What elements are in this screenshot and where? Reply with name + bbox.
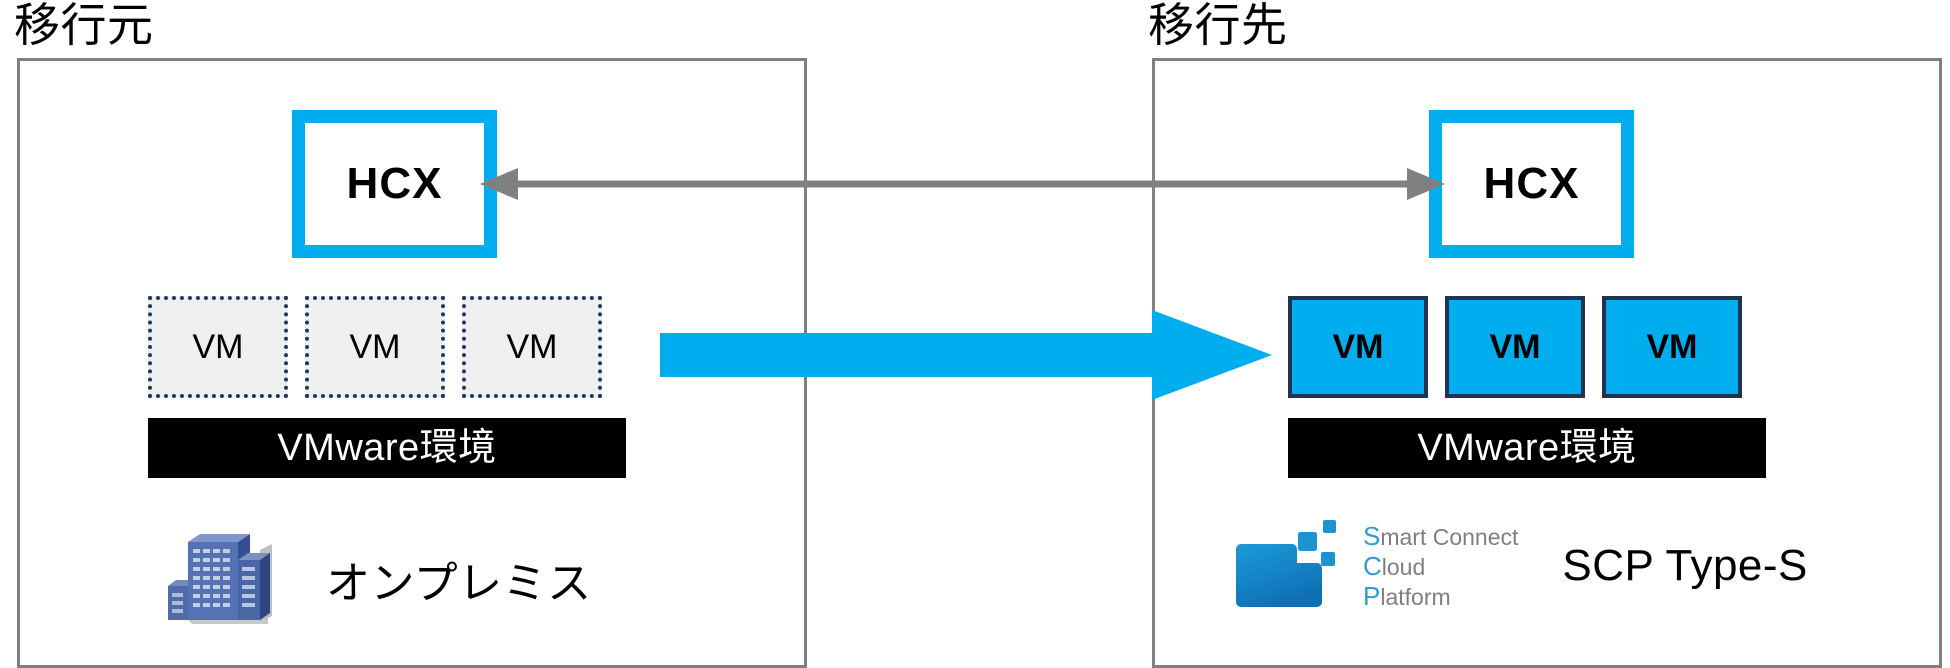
target-panel-caption: 移行先: [1148, 0, 1288, 51]
source-vm-box[interactable]: VM: [148, 296, 288, 398]
source-platform-name: オンプレミス: [326, 558, 592, 608]
scp-logo-line-3: Platform: [1363, 581, 1451, 612]
target-platform-name: SCP Type-S: [1562, 541, 1808, 590]
scp-logo-icon: Smart Connect Cloud Platform: [1232, 518, 1518, 614]
target-vm-label: VM: [1489, 327, 1541, 366]
source-vm-label: VM: [349, 327, 401, 366]
scp-logo-line-2: Cloud: [1363, 550, 1426, 581]
target-vm-label: VM: [1332, 327, 1384, 366]
source-vm-row: VM VM VM: [148, 296, 602, 398]
source-vm-box[interactable]: VM: [305, 296, 445, 398]
target-platform-row: Smart Connect Cloud Platform SCP Type-S: [1232, 518, 1808, 614]
source-vm-box[interactable]: VM: [462, 296, 602, 398]
source-hcx-box[interactable]: HCX: [292, 110, 497, 258]
scp-logo-wordmark: Smart Connect Cloud Platform: [1363, 521, 1518, 611]
source-platform-row: オンプレミス: [160, 520, 592, 637]
office-building-icon: [160, 520, 278, 637]
source-vm-label: VM: [192, 327, 244, 366]
target-vm-box[interactable]: VM: [1288, 296, 1428, 398]
source-vm-label: VM: [506, 327, 558, 366]
target-vm-row: VM VM VM: [1288, 296, 1742, 398]
source-environment-label: VMware環境: [277, 427, 497, 469]
source-hcx-label: HCX: [346, 159, 443, 208]
scp-logo-line-1: Smart Connect: [1363, 520, 1519, 551]
target-environment-bar: VMware環境: [1288, 418, 1766, 478]
target-vm-box[interactable]: VM: [1602, 296, 1742, 398]
migration-block-arrow: [660, 310, 1272, 400]
source-environment-bar: VMware環境: [148, 418, 626, 478]
target-vm-box[interactable]: VM: [1445, 296, 1585, 398]
target-hcx-label: HCX: [1483, 159, 1580, 208]
target-environment-label: VMware環境: [1417, 427, 1637, 469]
target-vm-label: VM: [1646, 327, 1698, 366]
target-hcx-box[interactable]: HCX: [1429, 110, 1634, 258]
source-panel-caption: 移行元: [14, 0, 154, 51]
